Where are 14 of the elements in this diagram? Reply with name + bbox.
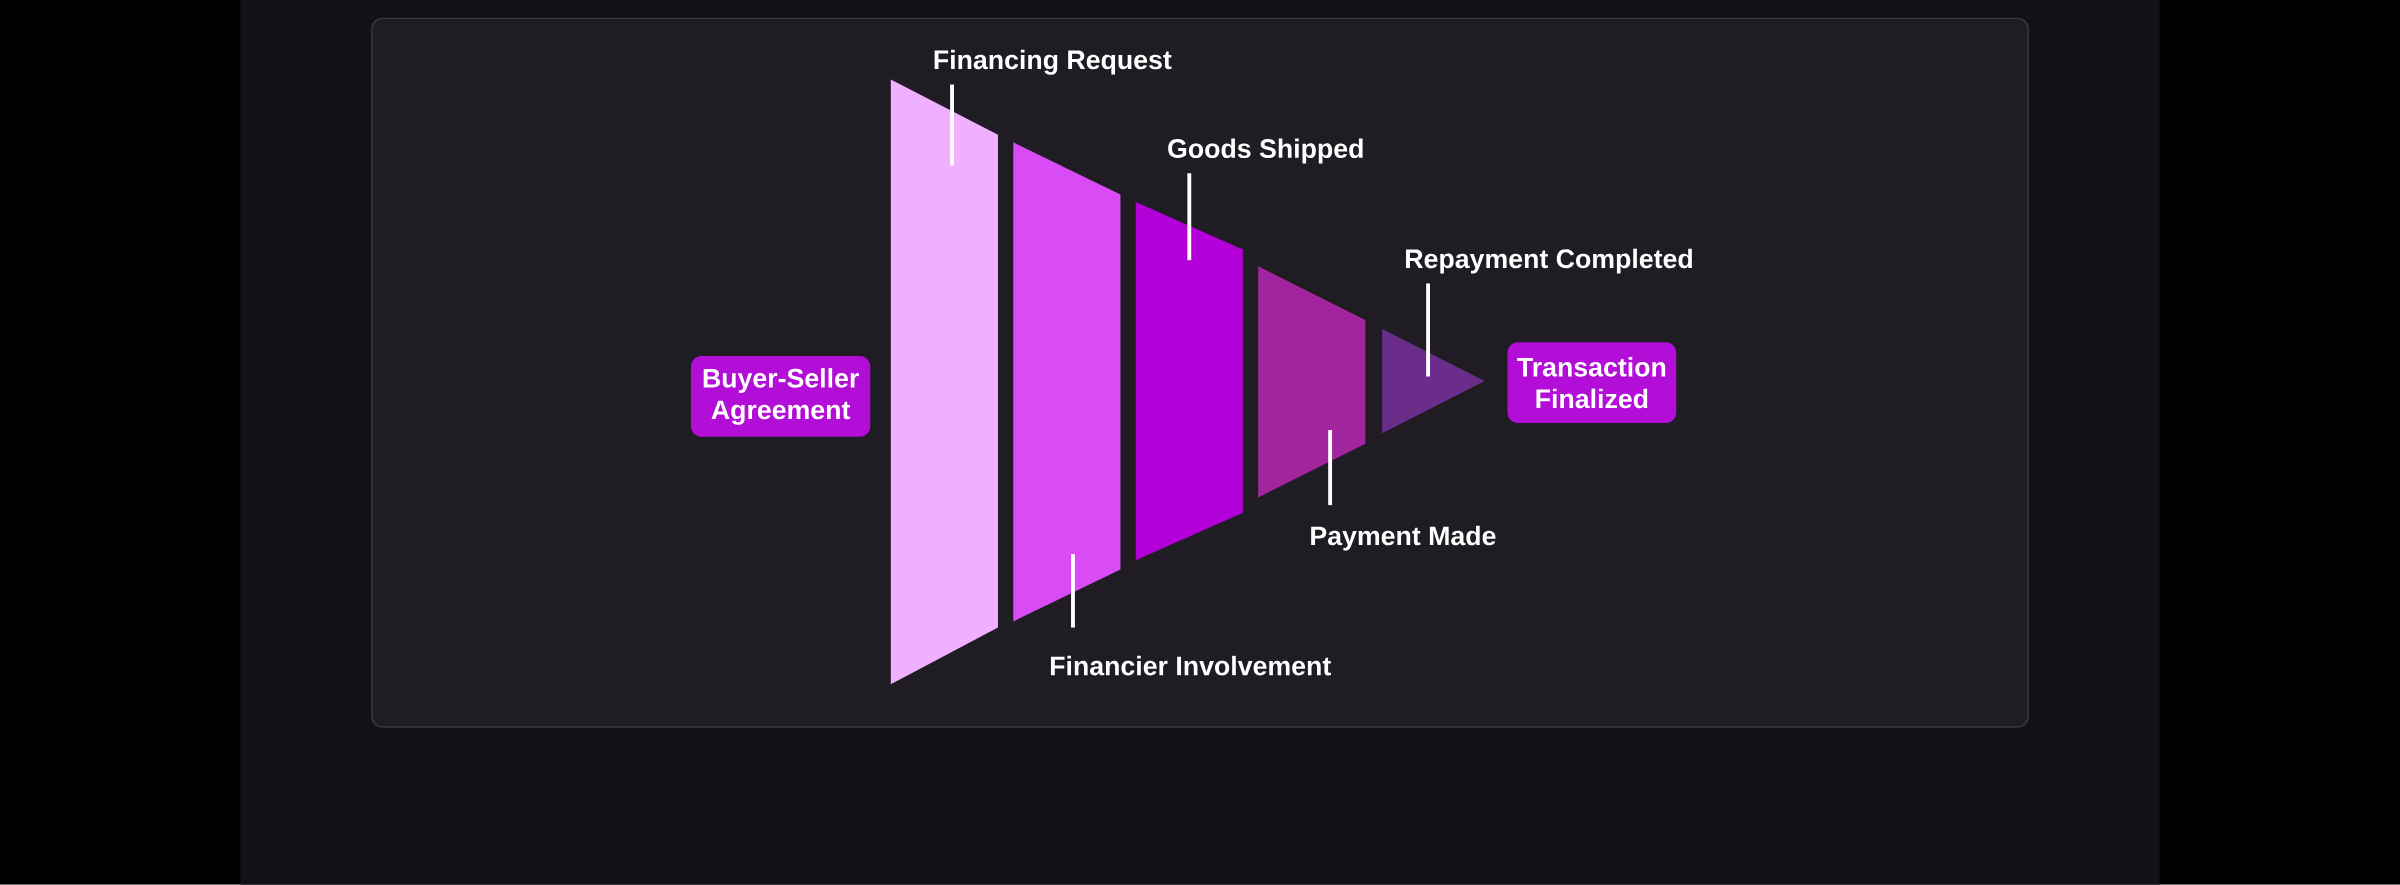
funnel-segment [1258, 266, 1366, 498]
stage-label: Repayment Completed [1406, 248, 1692, 274]
stage-label: Financing Request [934, 49, 1172, 75]
funnel-segment [1135, 202, 1243, 561]
funnel-tip [1382, 329, 1485, 434]
stage-box: Buyer-Seller Agreement [691, 356, 871, 437]
stage-label: Payment Made [1311, 525, 1496, 551]
stage-label: Financier Involvement [1050, 655, 1331, 676]
leader-line [1328, 430, 1333, 506]
stage-box: Transaction Finalized [1507, 342, 1677, 424]
leader-line [1187, 173, 1192, 261]
leader-line [1426, 283, 1430, 377]
funnel-segment [1013, 142, 1121, 622]
stage-label: Goods Shipped [1168, 138, 1363, 164]
